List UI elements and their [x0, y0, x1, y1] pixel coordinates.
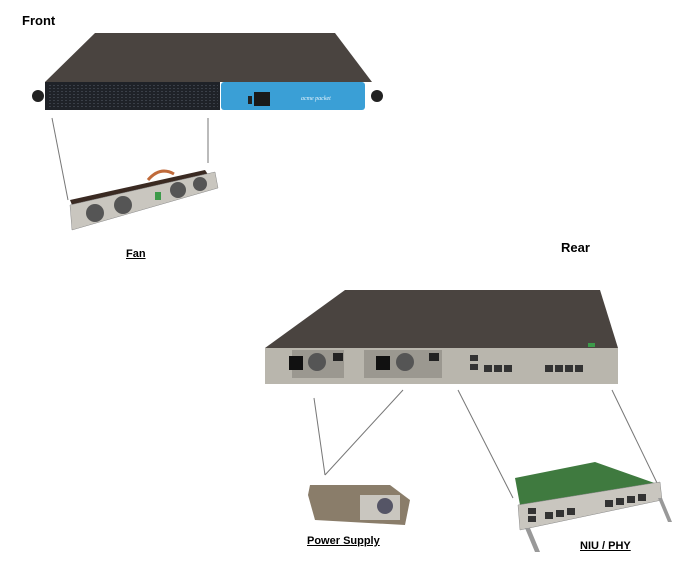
- psu-leader-left: [313, 397, 326, 476]
- power-supply-caption: Power Supply: [307, 535, 380, 547]
- fan-caption: Fan: [126, 248, 146, 260]
- front-heading: Front: [22, 13, 56, 28]
- rear-chassis: [265, 290, 618, 384]
- front-left-handle: [32, 90, 44, 102]
- psu2-fan: [396, 353, 414, 371]
- power-supply-image: [308, 485, 410, 525]
- acme-packet-logo: acme packet: [301, 96, 331, 102]
- psu1-switch: [333, 353, 343, 361]
- psu1-power-inlet: [289, 356, 303, 370]
- front-chassis: acme packet: [32, 33, 383, 110]
- front-chassis-top: [45, 33, 372, 82]
- psu2-power-inlet: [376, 356, 390, 370]
- niu-phy-caption: NIU / PHY: [580, 540, 631, 552]
- front-switch: [248, 96, 252, 104]
- front-bezel-blue: [221, 82, 365, 110]
- front-console-port: [254, 92, 270, 106]
- rear-chassis-top: [265, 290, 618, 348]
- niu-leader-left: [457, 389, 514, 499]
- rear-niu-ports: [470, 355, 583, 372]
- psu-leader-right: [324, 389, 404, 476]
- rear-heading: Rear: [561, 240, 590, 255]
- front-right-handle: [371, 90, 383, 102]
- niu-phy-image: [515, 462, 672, 552]
- fan-leader-left: [51, 117, 69, 201]
- front-vent-grille: [48, 84, 218, 108]
- psu2-switch: [429, 353, 439, 361]
- niu-leader-right: [611, 389, 659, 486]
- psu1-fan: [308, 353, 326, 371]
- fan-module-image: [69, 169, 219, 231]
